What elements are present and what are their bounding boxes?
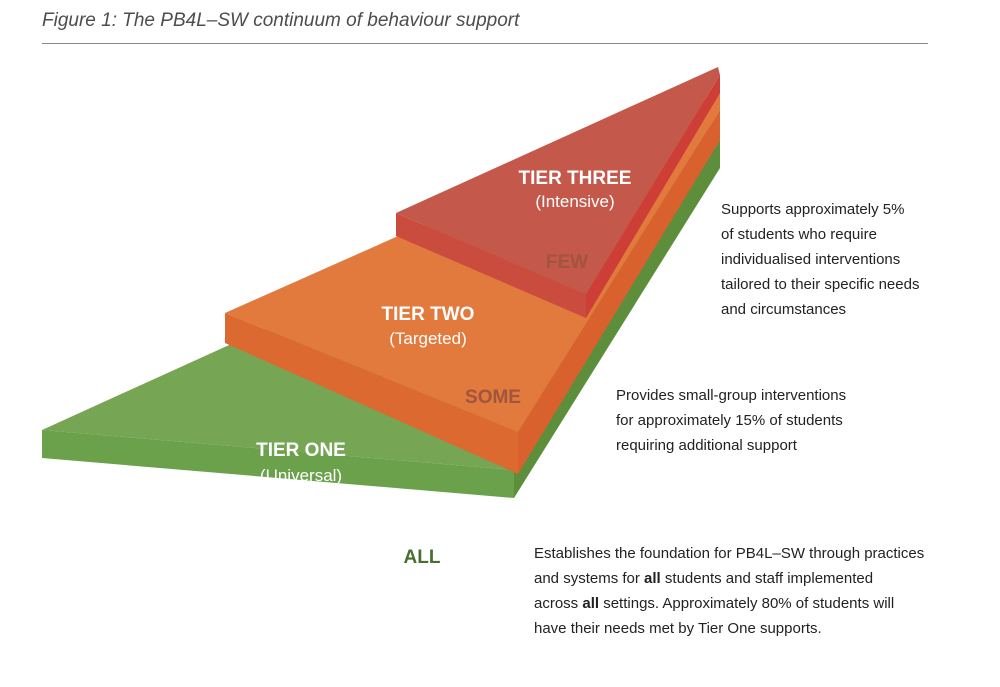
- tier-three-desc-line: tailored to their specific needs: [721, 276, 920, 293]
- tier-two-desc-line: for approximately 15% of students: [616, 412, 843, 429]
- tier-one-desc-text: settings. Approximately 80% of students …: [599, 595, 895, 612]
- tier-one-desc-line: have their needs met by Tier One support…: [534, 620, 822, 637]
- tier-three-desc-line: and circumstances: [721, 301, 847, 318]
- tier-one-desc-text: students and staff implemented: [660, 570, 874, 587]
- tier-one-desc-emphasis: all: [582, 595, 600, 612]
- tier-one-front-face: [42, 430, 514, 498]
- tier-two-proportion: SOME: [465, 387, 521, 408]
- tier-one-subtitle: (Universal): [260, 466, 342, 485]
- tier-three-top-face: [396, 67, 720, 294]
- tier-two-front-face: [225, 313, 518, 474]
- tier-two-side-face: [518, 110, 720, 474]
- tier-one-desc-line: Establishes the foundation for PB4L–SW t…: [534, 545, 925, 562]
- tier-one-description: Establishes the foundation for PB4L–SW t…: [534, 541, 924, 641]
- tier-one-desc-emphasis: all: [644, 570, 661, 587]
- tier-two-description: Provides small-group interventions for a…: [616, 383, 846, 458]
- tier-three-desc-line: of students who require: [721, 226, 877, 243]
- tier-three-subtitle: (Intensive): [535, 192, 614, 211]
- tier-three-description: Supports approximately 5% of students wh…: [721, 197, 919, 322]
- tier-three-front-face: [396, 213, 586, 318]
- tier-one-desc-line: and systems for all students and staff i…: [534, 566, 924, 591]
- tier-one-desc-line: across all settings. Approximately 80% o…: [534, 591, 924, 616]
- tier-one-desc-text: and systems for: [534, 570, 645, 587]
- figure-title: Figure 1: The PB4L–SW continuum of behav…: [42, 10, 520, 31]
- title-divider: [42, 43, 928, 44]
- tier-one-side-face: [514, 140, 720, 498]
- tier-two-name: TIER TWO: [382, 304, 475, 325]
- tier-three-desc-line: individualised interventions: [721, 251, 901, 268]
- tier-three-side-face: [586, 75, 720, 318]
- tier-two-desc-line: requiring additional support: [616, 437, 797, 454]
- tier-one-desc-text: across: [534, 595, 583, 612]
- tier-two-subtitle: (Targeted): [389, 329, 466, 348]
- tier-three-proportion: FEW: [546, 252, 588, 273]
- tier-one-name: TIER ONE: [256, 440, 346, 461]
- tier-three-desc-line: Supports approximately 5%: [721, 201, 905, 218]
- tier-three-name: TIER THREE: [519, 168, 632, 189]
- tier-one-proportion: ALL: [404, 547, 441, 568]
- tier-two-desc-line: Provides small-group interventions: [616, 387, 847, 404]
